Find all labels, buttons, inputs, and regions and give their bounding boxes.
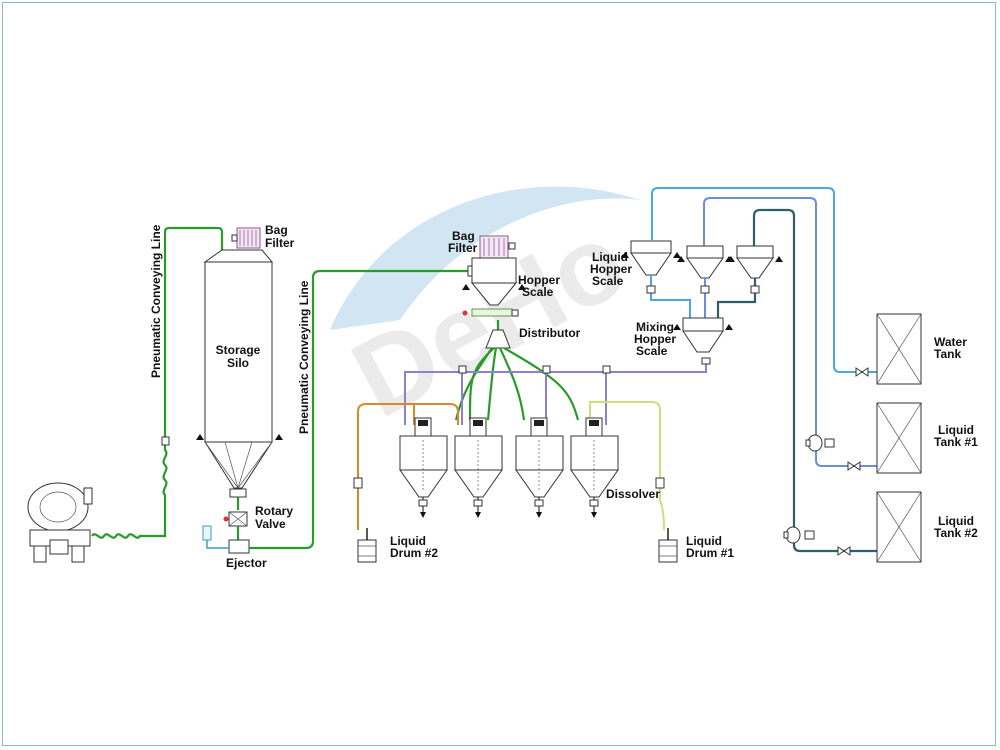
liquid-2-flowmeter <box>783 526 851 556</box>
pneumatic-line-2-label: Pneumatic Conveying Line <box>297 280 311 434</box>
liquid-hopper-scale-1 <box>621 240 681 276</box>
dissolver-1 <box>399 417 448 518</box>
bag-filter-left <box>231 227 261 249</box>
dissolver-3 <box>515 417 564 518</box>
bag-filter-right <box>479 235 516 259</box>
liquid-hopper-1-outlet <box>650 275 691 318</box>
liquid-hopper-scale-2 <box>677 245 733 279</box>
liquid-tank-2-feed-line <box>752 208 877 553</box>
storage-silo <box>196 249 283 490</box>
line-1-sight-glass <box>161 436 170 446</box>
water-line-valve <box>855 367 869 377</box>
water-tank <box>876 313 922 385</box>
distributor-line-2 <box>486 347 498 421</box>
liquid-tank-1 <box>876 402 922 474</box>
liquid-hopper-3-outlet <box>716 278 757 318</box>
dissolver-4 <box>570 417 619 518</box>
distributor-line-4 <box>503 347 580 421</box>
pneumatic-line-1-label: Pneumatic Conveying Line <box>149 224 163 378</box>
liquid-1-flowmeter <box>805 434 861 471</box>
mixing-feed-line <box>404 358 707 425</box>
dissolver-label: Dissolver <box>606 487 660 501</box>
rotary-valve <box>223 488 248 540</box>
distributor <box>485 320 511 349</box>
ejector <box>202 525 250 554</box>
liquid-tank-1-feed-line <box>703 197 877 467</box>
dissolver-2 <box>454 417 503 518</box>
liquid-tank-2 <box>876 491 922 563</box>
liquid-hopper-scale-3 <box>727 245 783 279</box>
pneumatic-line-1 <box>91 226 224 539</box>
tanker-truck <box>27 482 93 563</box>
liquid-drum-1 <box>658 528 678 563</box>
liquid-drum-2-line <box>357 403 459 530</box>
hopper-scale <box>462 257 526 317</box>
distributor-label: Distributor <box>519 326 581 340</box>
ejector-label: Ejector <box>226 556 267 570</box>
liquid-drum-2 <box>357 528 377 563</box>
pneumatic-line-2 <box>249 269 470 550</box>
liquid-drum-1-line <box>589 401 665 531</box>
mixing-hopper-scale <box>673 317 733 365</box>
water-feed-line <box>651 187 877 373</box>
distributor-line-3 <box>498 347 526 421</box>
